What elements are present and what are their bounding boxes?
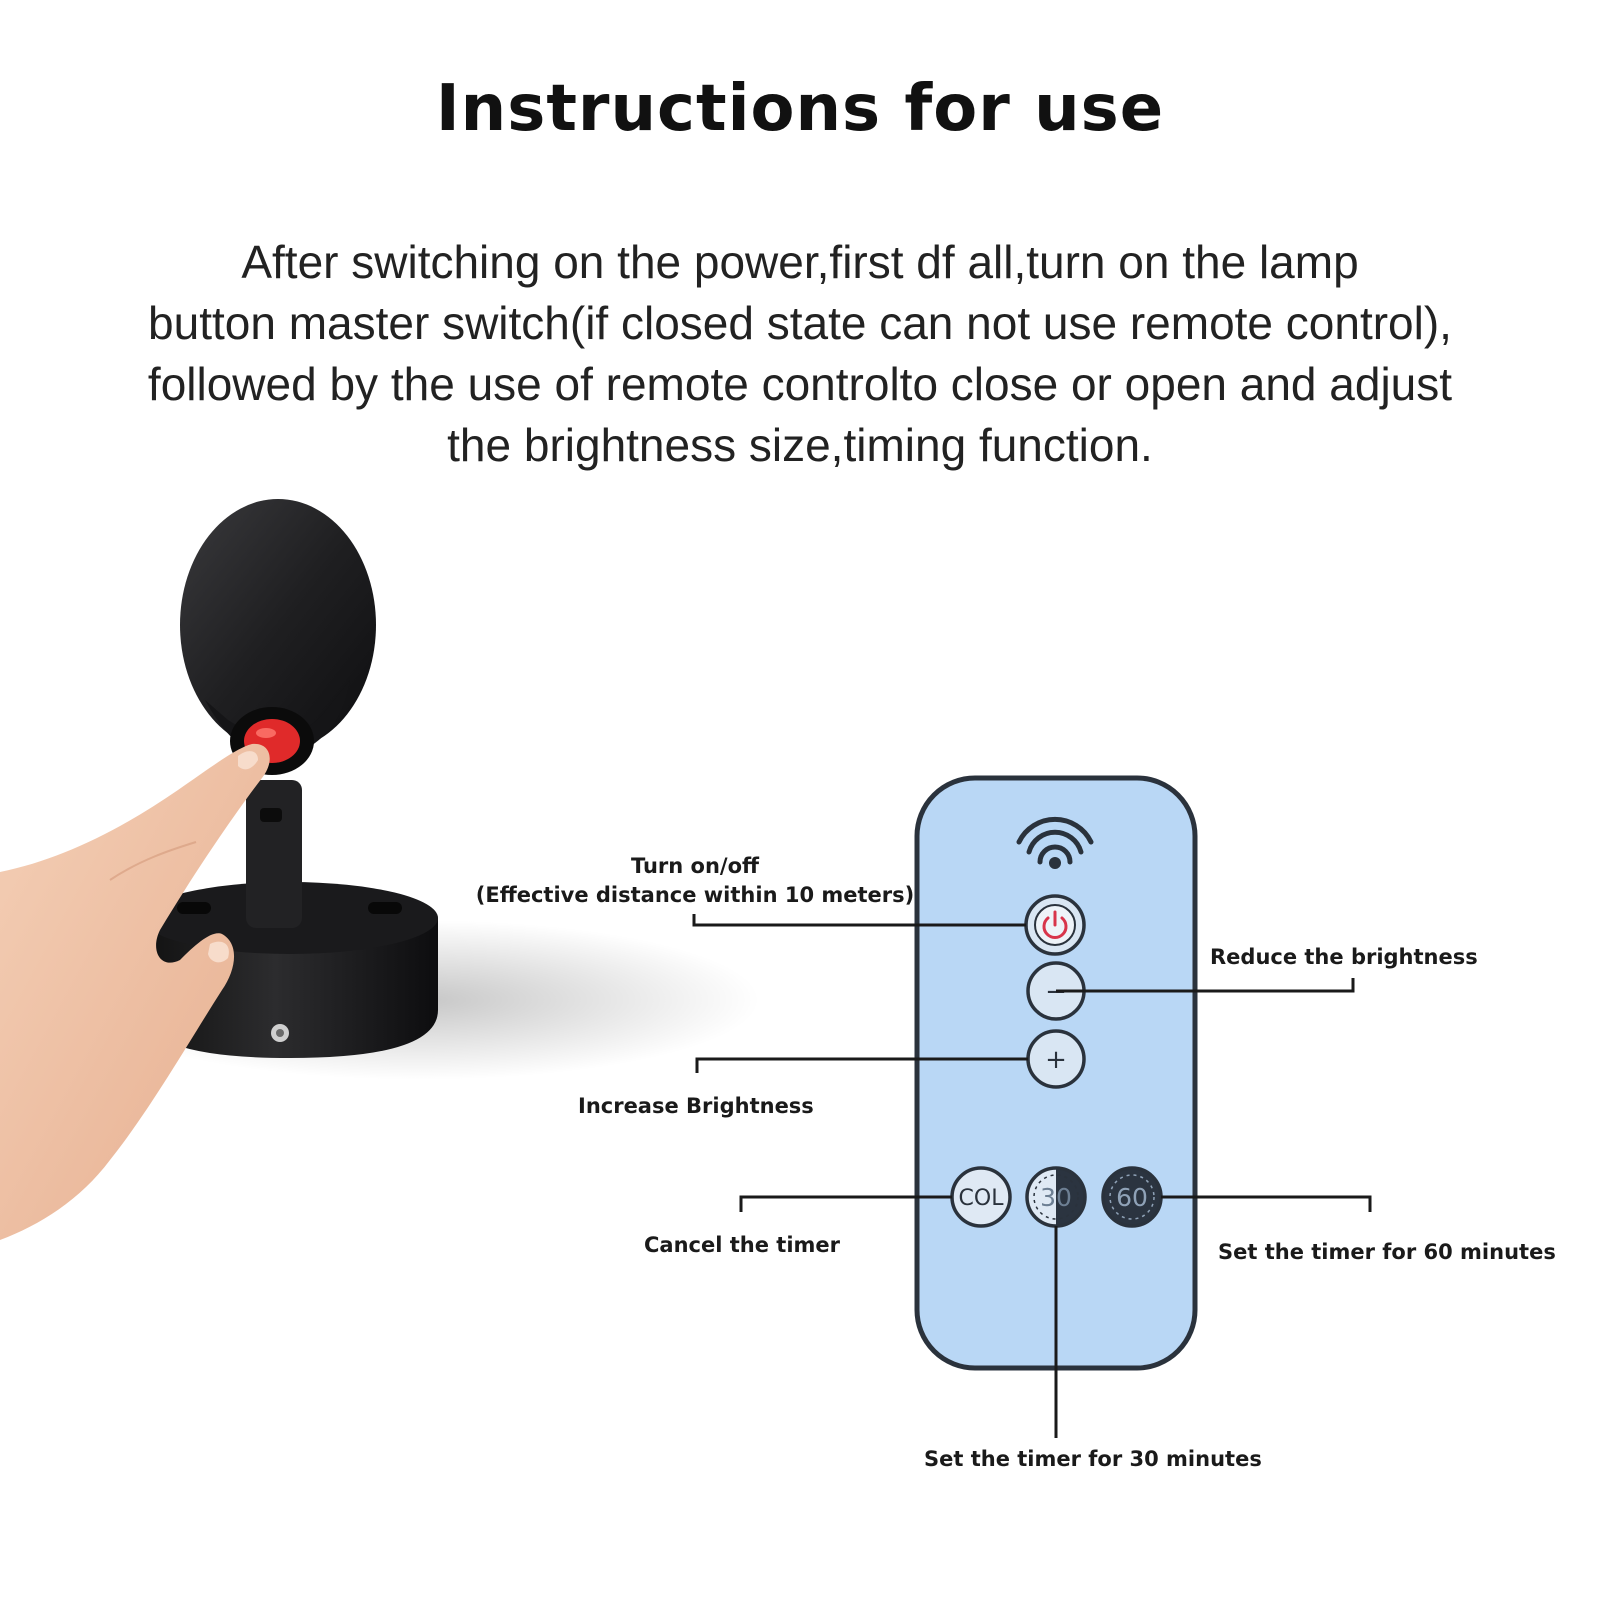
increase-brightness-button[interactable]: + bbox=[1026, 1029, 1086, 1089]
intro-text: After switching on the power,first df al… bbox=[60, 232, 1540, 476]
base-screw bbox=[368, 902, 402, 914]
callout-line-power bbox=[692, 914, 1026, 927]
power-callout: Turn on/off (Effective distance within 1… bbox=[475, 852, 915, 910]
callout-lines bbox=[692, 914, 1372, 1438]
power-callout-title: Turn on/off bbox=[630, 854, 760, 878]
intro-line: followed by the use of remote controlto … bbox=[147, 358, 1453, 410]
power-icon bbox=[1042, 910, 1068, 939]
intro-line: After switching on the power,first df al… bbox=[241, 236, 1359, 288]
callout-line-increase bbox=[695, 1057, 1028, 1073]
lamp-head bbox=[180, 499, 376, 751]
increase-brightness-label: Increase Brightness bbox=[578, 1094, 814, 1118]
callout-line-60 bbox=[1161, 1195, 1372, 1212]
timer-30-label: 30 bbox=[1040, 1183, 1072, 1212]
spotlight-lamp bbox=[80, 499, 760, 1080]
intro-line: button master switch(if closed state can… bbox=[148, 297, 1452, 349]
timer-30-button[interactable]: 30 bbox=[1025, 1166, 1087, 1228]
base-screw bbox=[177, 902, 211, 914]
timer-60-callout: Set the timer for 60 minutes bbox=[1218, 1240, 1556, 1264]
power-button[interactable] bbox=[1024, 894, 1086, 956]
callout-line-cancel bbox=[739, 1195, 952, 1212]
wireless-signal-icon bbox=[1016, 817, 1094, 865]
timer-60-button[interactable]: 60 bbox=[1101, 1166, 1163, 1228]
timer-60-label: 60 bbox=[1116, 1183, 1148, 1212]
power-callout-detail: (Effective distance within 10 meters) bbox=[475, 883, 915, 907]
timer-30-callout: Set the timer for 30 minutes bbox=[924, 1447, 1262, 1471]
intro-line: the brightness size,timing function. bbox=[447, 419, 1153, 471]
reduce-brightness-label: Reduce the brightness bbox=[1210, 945, 1478, 969]
plus-icon: + bbox=[1045, 1045, 1067, 1075]
page-title: Instructions for use bbox=[435, 72, 1165, 146]
hand bbox=[0, 743, 270, 1240]
cancel-timer-label: COL bbox=[959, 1186, 1005, 1211]
lamp-stem bbox=[246, 780, 302, 928]
cancel-timer-button[interactable]: COL bbox=[950, 1166, 1012, 1228]
callout-line-reduce bbox=[1056, 978, 1355, 993]
cancel-timer-callout: Cancel the timer bbox=[644, 1233, 840, 1257]
